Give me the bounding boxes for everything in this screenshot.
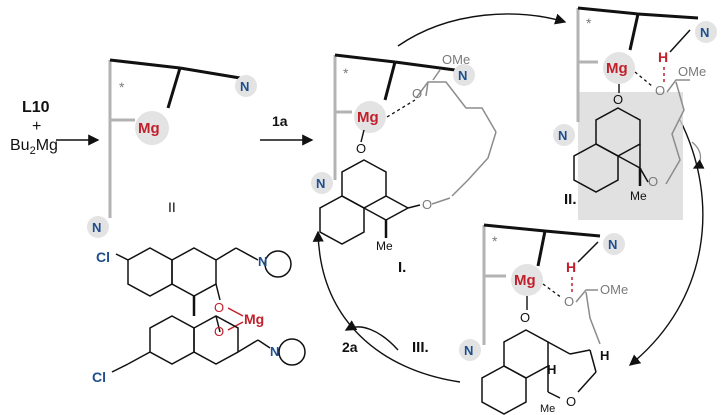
mg-atom: Mg — [138, 120, 160, 137]
n-atom: N — [464, 343, 473, 358]
reagents-block: L10 + Bu2Mg — [10, 99, 100, 157]
o-atom: O — [564, 294, 574, 309]
cycle-arrow-bottom — [312, 230, 461, 383]
o-atom: O — [214, 300, 224, 315]
h-atom: H — [547, 362, 556, 377]
stereo-star: * — [343, 65, 349, 81]
n-atom: N — [458, 68, 467, 83]
n-atom: N — [700, 25, 709, 40]
mg-atom: Mg — [244, 311, 264, 327]
o-atom: O — [422, 197, 432, 212]
n-atom: N — [608, 237, 617, 252]
stereo-star: * — [119, 79, 125, 95]
ome-group: OMe — [442, 52, 470, 67]
intermediate-iii-label: III. — [412, 339, 429, 356]
h-atom: H — [658, 49, 668, 65]
n-atom: N — [92, 220, 101, 235]
product-label: 2a — [342, 339, 358, 355]
cl-atom: Cl — [96, 249, 110, 265]
mg-atom: Mg — [514, 272, 536, 289]
h-atom: H — [600, 348, 609, 363]
ome-group: OMe — [600, 282, 628, 297]
n-atom: N — [258, 254, 267, 269]
o-atom: O — [412, 86, 422, 101]
intermediate-i: * Mg N N O OMe O O Me I. — [311, 52, 497, 276]
o-atom: O — [520, 310, 530, 325]
n-atom: N — [316, 176, 325, 191]
o-atom: O — [214, 324, 224, 339]
shaded-region — [578, 92, 683, 220]
cycle-arrow-top — [397, 13, 567, 47]
ligand-structure: Cl N O Mg O Cl N — [92, 247, 306, 385]
mg-atom: Mg — [357, 109, 379, 126]
substrate-label: 1a — [272, 113, 288, 129]
n-atom: N — [240, 79, 249, 94]
n-atom: N — [270, 344, 279, 359]
ligand-label: L10 — [22, 99, 50, 116]
o-atom: O — [613, 92, 623, 107]
base-label: Bu2Mg — [10, 137, 58, 157]
cycle-arrow-right — [628, 119, 704, 366]
intermediate-i-label: I. — [398, 259, 406, 276]
plus-sign: + — [32, 118, 41, 135]
mg-complex-ii: * Mg N N II — [87, 58, 257, 238]
n-atom: N — [558, 128, 567, 143]
o-atom: O — [566, 394, 576, 409]
complex-ii-label: II — [168, 199, 176, 215]
o-atom: O — [648, 174, 658, 189]
product-release-arrow — [344, 320, 399, 351]
o-atom: O — [356, 141, 366, 156]
o-atom: O — [655, 83, 665, 98]
me-group: Me — [630, 189, 647, 203]
ome-group: OMe — [678, 64, 706, 79]
cl-atom: Cl — [92, 369, 106, 385]
stereo-star: * — [492, 233, 498, 249]
mg-atom: Mg — [606, 60, 628, 77]
me-group: Me — [540, 403, 555, 415]
intermediate-iii: * Mg N N H O OMe O H H O Me III. — [412, 223, 628, 415]
intermediate-ii-label: II. — [564, 191, 577, 208]
me-group: Me — [376, 239, 393, 253]
substrate-addition-arrow: 1a — [260, 113, 314, 146]
intermediate-ii: * Mg N N H O OMe O O Me II. — [553, 6, 717, 220]
h-atom: H — [566, 259, 576, 275]
stereo-star: * — [586, 15, 592, 31]
